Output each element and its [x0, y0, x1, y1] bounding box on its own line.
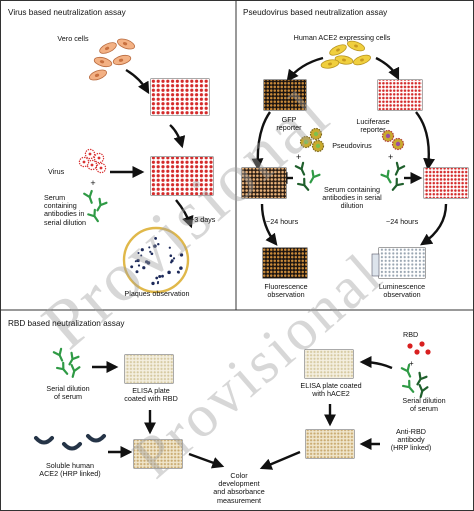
plate-96-well-amber — [263, 79, 307, 111]
plaque-dot — [157, 242, 160, 246]
label-hours: ~24 hours — [266, 217, 299, 226]
plaque-dot — [134, 260, 137, 263]
arrow — [188, 452, 225, 469]
plaque-dot — [161, 274, 164, 278]
plaque-dot — [156, 282, 159, 285]
plaque-dot — [136, 258, 140, 263]
rbd-particles — [407, 341, 431, 355]
plaque-dot — [158, 274, 162, 279]
label-virus: Virus — [48, 167, 65, 176]
label-plaques: Plaques observation — [124, 289, 190, 298]
arrow — [259, 438, 380, 470]
plaque-dot — [154, 237, 158, 240]
arrow — [286, 56, 400, 82]
label-pseudovirus: Pseudovirus — [332, 141, 372, 150]
label-rbd: RBD — [403, 330, 419, 339]
plaque-dot — [179, 266, 183, 270]
label-vero-cells: Vero cells — [57, 34, 89, 43]
label-elisa-hace2: ELISA plate coated with hACE2 — [300, 381, 362, 399]
arrow — [260, 203, 448, 246]
plaque-dot — [140, 248, 144, 252]
elisa-plate-developed — [305, 429, 355, 459]
label-soluble-ace2: Soluble human ACE2 (HRP linked) — [39, 461, 101, 479]
panel-title-pseudovirus: Pseudovirus based neutralization assay — [243, 8, 388, 17]
plaque-dot — [149, 250, 152, 253]
ace2-cells-cluster — [319, 38, 373, 71]
plaque-dot — [155, 276, 159, 280]
arrow — [359, 356, 393, 370]
elisa-plate-rbd — [124, 354, 174, 384]
plaque-dot — [137, 264, 141, 267]
antibody-cluster — [400, 363, 429, 399]
label-luminescence: Luminescence observation — [378, 282, 426, 300]
plate-96-well-amber — [262, 247, 308, 279]
luminescence-plate — [371, 247, 426, 279]
panel-title-virus: Virus based neutralization assay — [8, 8, 126, 17]
plate-96-well-red — [377, 79, 423, 111]
label-elisa-rbd: ELISA plate coated with RBD — [124, 386, 178, 404]
label-serum: Serum containing antibodies in serial di… — [322, 185, 382, 211]
svg-text:+: + — [409, 359, 414, 368]
plaque-dot — [172, 257, 176, 260]
soluble-ace2-group — [34, 434, 106, 451]
label-luciferase-reporter: Luciferase reporter — [356, 117, 390, 135]
plaque-dot — [140, 254, 143, 257]
vero-cells-cluster — [87, 36, 137, 83]
plate-96-well-red — [150, 78, 210, 116]
plaque-dot — [167, 270, 171, 275]
plaque-dot — [135, 270, 139, 274]
svg-text:+: + — [388, 152, 393, 162]
label-color-development: Color development and absorbance measure… — [213, 471, 265, 505]
plaque-dot — [170, 259, 174, 263]
label-anti-rbd: Anti-RBD antibody (HRP linked) — [390, 427, 432, 453]
svg-text:+: + — [90, 178, 95, 188]
label-serum: Serum containing antibodies in serial di… — [44, 193, 86, 227]
plate-96-well-amber — [241, 167, 287, 199]
label-serial-dilution: Serial dilution of serum — [402, 396, 446, 414]
plaque-dot — [151, 281, 155, 286]
label-hours: ~24 hours — [386, 217, 419, 226]
plaque-dot — [153, 244, 157, 248]
plaque-dish — [122, 226, 190, 294]
arrow — [251, 111, 436, 171]
arrow — [169, 124, 186, 149]
plaque-dot — [142, 266, 146, 270]
label-days: ~3 days — [190, 215, 216, 224]
label-fluorescence: Fluorescence observation — [264, 282, 308, 300]
plaque-dot — [179, 253, 184, 257]
plate-96-well-red — [423, 167, 469, 199]
label-serial-dilution: Serial dilution of serum — [46, 384, 90, 402]
panel-title-rbd: RBD based neutralization assay — [8, 319, 125, 328]
arrow — [175, 199, 194, 229]
plaque-dot — [150, 252, 154, 256]
label-ace2-cells: Human ACE2 expressing cells — [293, 33, 391, 42]
plaque-dot — [130, 265, 134, 269]
arrow — [125, 68, 150, 95]
elisa-plate-developed — [133, 439, 183, 469]
label-gfp-reporter: GFP reporter — [276, 115, 302, 133]
plaque-dot — [177, 271, 180, 274]
plaque-dot — [168, 246, 171, 249]
svg-text:+: + — [296, 152, 301, 162]
plate-96-well-red — [150, 156, 214, 196]
virus-particles — [78, 148, 107, 174]
plaque-dot — [137, 251, 140, 255]
plaque-dot — [144, 260, 149, 264]
elisa-plate-hace2 — [304, 349, 354, 379]
plaque-dot — [148, 246, 151, 249]
plaque-dot — [169, 254, 173, 257]
